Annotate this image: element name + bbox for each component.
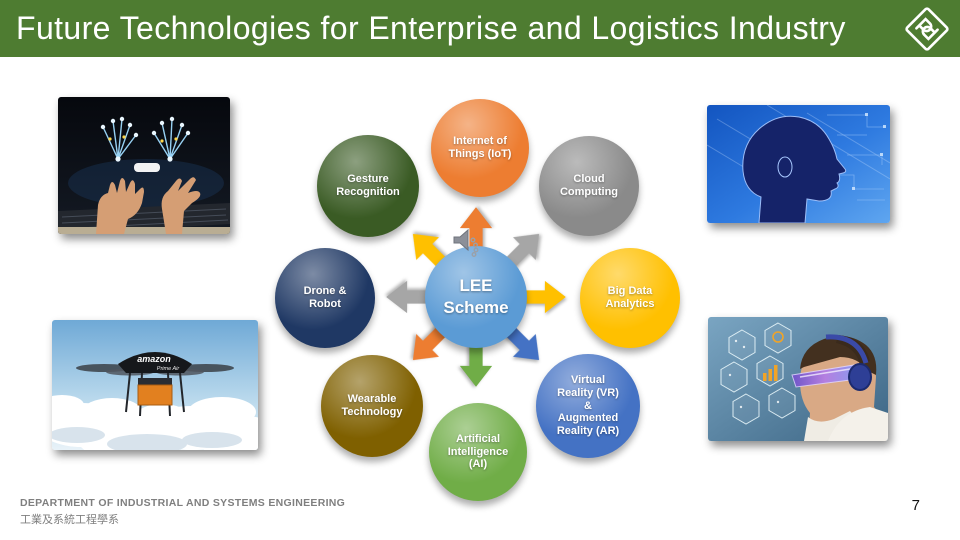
man-with-smart-glasses — [791, 334, 888, 441]
polyu-logo-icon — [905, 6, 949, 51]
node-label: Virtual Reality (VR) & Augmented Reality… — [556, 373, 620, 438]
node-label: Wearable Technology — [341, 393, 403, 418]
svg-text:amazon: amazon — [137, 354, 171, 364]
hub-label: LEE Scheme — [443, 275, 509, 317]
node-artificial-intelligence: Artificial Intelligence (AI) — [429, 403, 527, 501]
photo-ar-glasses-man — [708, 317, 888, 441]
node-cloud-computing: Cloud Computing — [539, 136, 639, 236]
node-vr-ar: Virtual Reality (VR) & Augmented Reality… — [536, 354, 640, 458]
node-big-data-analytics: Big Data Analytics — [580, 248, 680, 348]
photo-wireframe-head — [707, 105, 890, 223]
page-number: 7 — [911, 497, 920, 514]
wireframe-hands — [102, 118, 189, 160]
node-gesture-recognition: Gesture Recognition — [317, 135, 419, 237]
holo-hexagons — [720, 322, 796, 425]
node-internet-of-things: Internet of Things (IoT) — [431, 99, 529, 197]
speaker-icon[interactable] — [452, 228, 486, 258]
footer: DEPARTMENT OF INDUSTRIAL AND SYSTEMS ENG… — [20, 497, 345, 527]
photo-gesture-recognition — [58, 97, 230, 234]
svg-text:Prime Air: Prime Air — [157, 366, 181, 372]
real-hands — [96, 177, 201, 234]
drone: amazon Prime Air — [76, 352, 234, 417]
node-wearable-technology: Wearable Technology — [321, 355, 423, 457]
department-name: DEPARTMENT OF INDUSTRIAL AND SYSTEMS ENG… — [20, 497, 346, 509]
node-drone-robot: Drone & Robot — [275, 248, 375, 348]
slide-title: Future Technologies for Enterprise and L… — [16, 10, 846, 46]
photo-amazon-drone: amazon Prime Air — [52, 320, 258, 450]
wireframe-head — [742, 115, 847, 223]
node-label: Gesture Recognition — [336, 173, 400, 198]
node-label: Internet of Things (IoT) — [448, 135, 512, 160]
node-label: Drone & Robot — [303, 285, 347, 310]
node-label: Big Data Analytics — [605, 285, 655, 310]
header-bar: Future Technologies for Enterprise and L… — [0, 0, 960, 57]
department-name-chinese: 工業及系統工程學系 — [20, 514, 119, 526]
node-label: Cloud Computing — [559, 173, 619, 198]
hub-lee-scheme: LEE Scheme — [425, 246, 527, 348]
node-label: Artificial Intelligence (AI) — [447, 432, 509, 471]
